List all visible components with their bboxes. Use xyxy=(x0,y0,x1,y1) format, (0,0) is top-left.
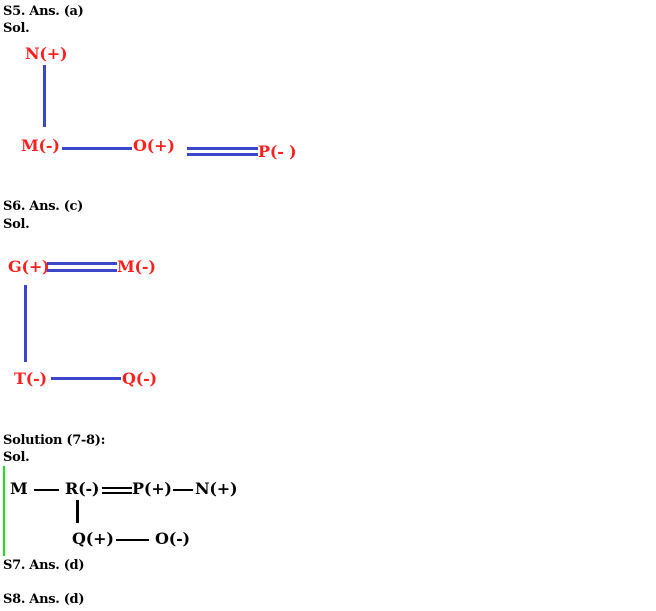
s78-node-p: P(+) xyxy=(132,479,172,498)
s78-link-q-o xyxy=(116,539,149,541)
s6-node-t: T(-) xyxy=(14,369,47,388)
s6-link-g-t xyxy=(24,285,27,362)
s78-accent-bar xyxy=(3,466,5,556)
s78-sol-label: Sol. xyxy=(3,450,30,465)
s6-node-m: M(-) xyxy=(117,257,156,276)
s5-answer-heading: S5. Ans. (a) xyxy=(3,4,84,19)
s5-double-link-o-p-bottom xyxy=(187,153,258,156)
s6-link-t-q xyxy=(51,377,121,380)
s78-title: Solution (7-8): xyxy=(3,433,106,448)
s78-double-link-r-p-top xyxy=(102,487,132,489)
s6-double-link-g-m-bottom xyxy=(47,269,117,272)
s5-double-link-o-p-top xyxy=(187,147,258,150)
s78-link-r-q xyxy=(76,500,79,523)
s5-link-m-o xyxy=(62,147,132,150)
s78-node-n: N(+) xyxy=(195,479,238,498)
s78-link-m-r xyxy=(34,489,59,491)
s6-node-q: Q(-) xyxy=(122,369,157,388)
s5-node-p: P(- ) xyxy=(258,142,297,161)
s5-sol-label: Sol. xyxy=(3,21,30,36)
s78-node-o: O(-) xyxy=(155,529,190,548)
s6-double-link-g-m-top xyxy=(47,262,117,265)
s5-link-n-m xyxy=(43,65,46,127)
s6-sol-label: Sol. xyxy=(3,217,30,232)
s5-node-n: N(+) xyxy=(25,44,68,63)
s8-answer: S8. Ans. (d) xyxy=(3,592,85,607)
s7-answer: S7. Ans. (d) xyxy=(3,558,85,573)
s78-node-r: R(-) xyxy=(65,479,100,498)
s78-link-p-n xyxy=(173,489,193,491)
s5-node-o: O(+) xyxy=(133,136,175,155)
s78-node-m: M xyxy=(10,479,28,498)
s6-node-g: G(+) xyxy=(8,257,50,276)
s5-node-m: M(-) xyxy=(21,136,60,155)
s78-double-link-r-p-bottom xyxy=(102,492,132,494)
s6-answer-heading: S6. Ans. (c) xyxy=(3,199,84,214)
s78-node-q: Q(+) xyxy=(72,529,114,548)
